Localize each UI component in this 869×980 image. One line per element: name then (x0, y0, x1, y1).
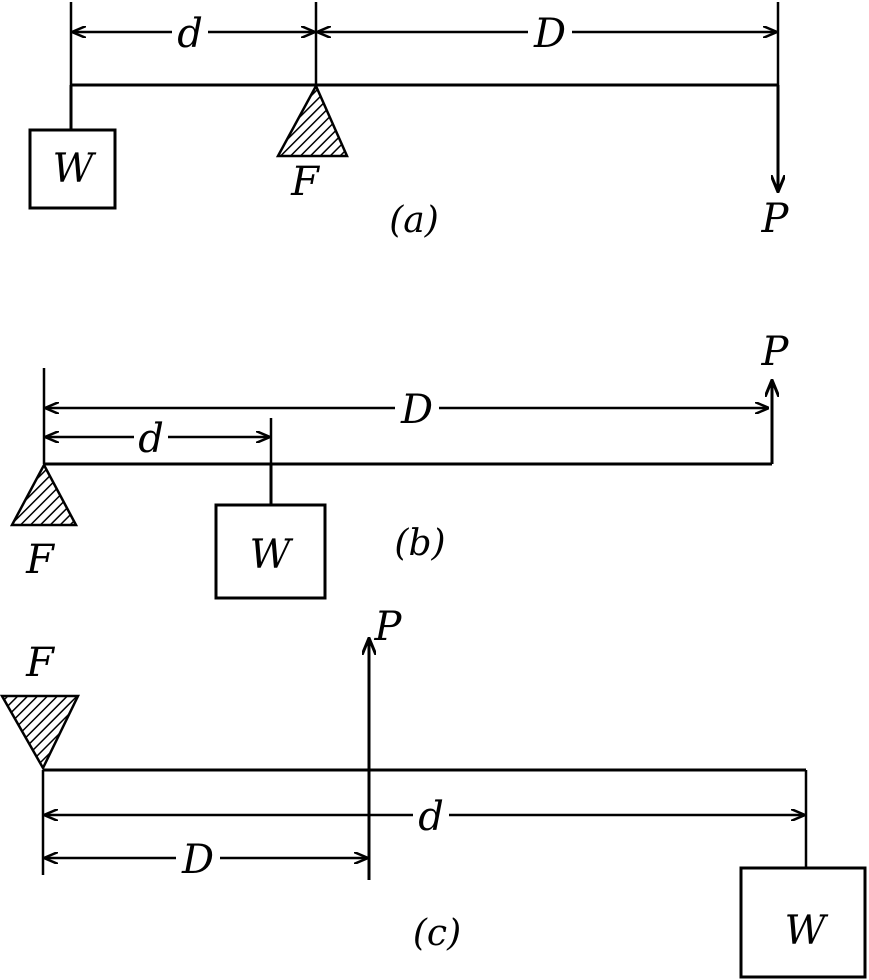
label-D: D (533, 11, 566, 57)
weight-box (28, 128, 117, 210)
caption-a: (a) (389, 200, 439, 241)
fulcrum-triangle (275, 83, 349, 158)
label-d: d (418, 794, 444, 840)
label-W: W (249, 532, 293, 578)
figure-c: F P d D W (c) (0, 604, 867, 979)
weight-box (214, 503, 327, 600)
weight-box (739, 866, 867, 979)
label-P: P (761, 196, 790, 242)
figure-b: D d P F W (b) (9, 329, 790, 600)
label-F: F (290, 159, 320, 205)
label-D: D (181, 837, 214, 883)
label-d: d (138, 416, 164, 462)
label-D: D (400, 387, 433, 433)
label-W: W (52, 146, 96, 192)
label-F: F (25, 537, 55, 583)
caption-b: (b) (394, 523, 445, 564)
label-W: W (784, 908, 828, 954)
caption-c: (c) (413, 913, 461, 954)
fulcrum-triangle (9, 462, 79, 527)
label-d: d (177, 11, 203, 57)
label-P: P (761, 329, 790, 375)
figure-a: d D W F P (a) (28, 2, 790, 242)
label-F: F (25, 640, 55, 686)
fulcrum-triangle (0, 694, 80, 771)
label-P: P (374, 604, 403, 650)
